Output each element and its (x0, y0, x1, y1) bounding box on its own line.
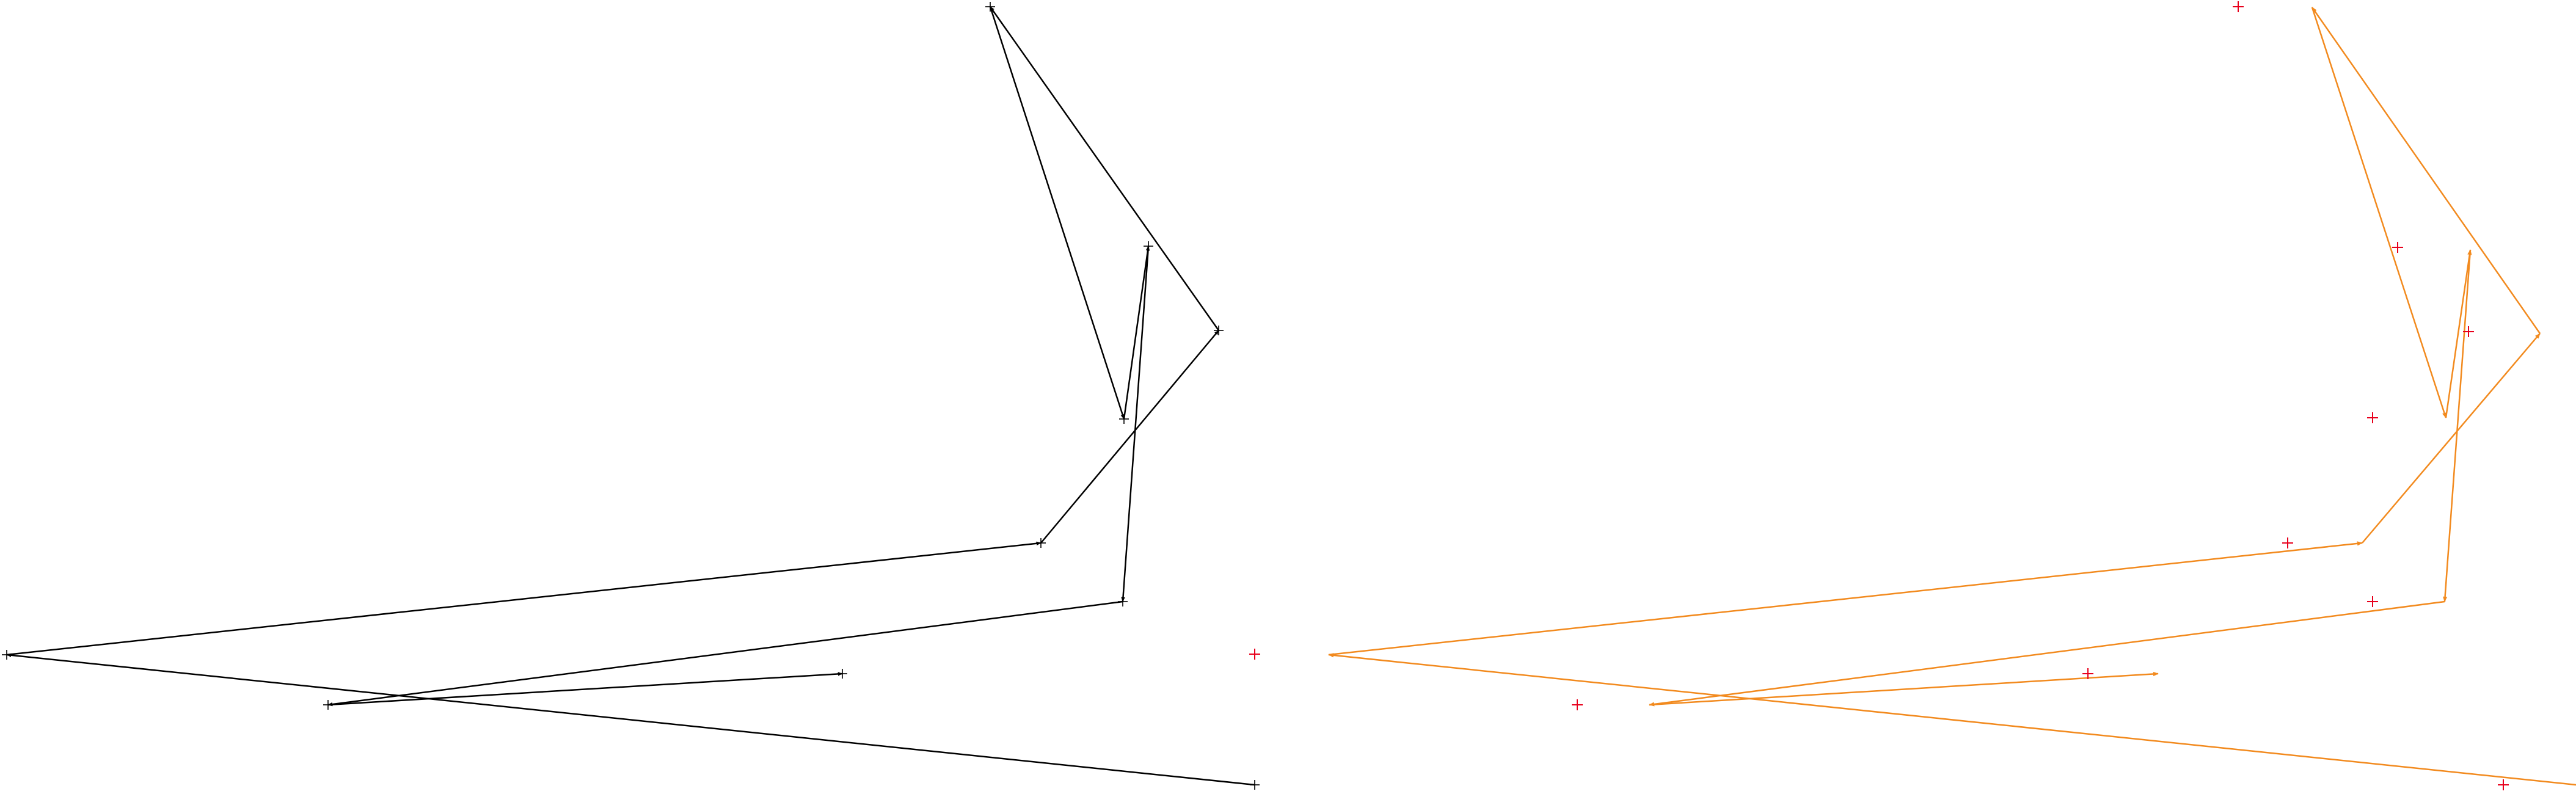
reference-marker-icon-3 (2463, 326, 2474, 337)
waypoint-marker-icon-6 (1119, 414, 1129, 424)
reference-marker-icon-9 (2498, 779, 2509, 790)
trajectory-segment-1 (6, 653, 1255, 786)
waypoint-marker-icon-7 (1144, 241, 1153, 251)
reference-marker-icon-4 (2367, 412, 2378, 423)
trajectory-segment-3 (1040, 330, 1219, 544)
trajectory-segment-4 (989, 6, 1220, 331)
waypoint-marker-icon-1 (1250, 780, 1260, 790)
right-trajectory-panel (1328, 1, 2576, 790)
trajectory-segment-2 (1328, 541, 2363, 656)
trajectory-segment-6 (2445, 249, 2472, 418)
reference-marker-icon-6 (2367, 596, 2378, 607)
trajectory-segment-9 (1649, 671, 2159, 706)
waypoint-marker-icon-3 (1036, 538, 1046, 548)
waypoint-marker-icon-10 (837, 669, 847, 679)
trajectory-segment-6 (1123, 246, 1150, 420)
reference-marker-icon-7 (2082, 668, 2093, 679)
trajectory-segment-2 (6, 541, 1042, 656)
trajectory-segment-4 (2311, 7, 2541, 334)
reference-marker-icon-2 (2392, 242, 2403, 253)
reference-marker-icon-8 (1572, 699, 1583, 710)
waypoint-marker-icon-9 (323, 700, 333, 710)
trajectory-segment-1 (1328, 653, 2576, 786)
waypoint-marker-icon-5 (985, 2, 995, 12)
waypoint-marker-icon-8 (1118, 597, 1128, 606)
trajectory-segment-8 (327, 600, 1123, 707)
waypoint-marker-icon-4 (1214, 326, 1224, 335)
trajectory-segment-5 (989, 6, 1125, 420)
left-trajectory-panel (2, 2, 1260, 790)
trajectory-segment-3 (2362, 333, 2541, 544)
waypoint-marker-icon-2 (2, 650, 12, 660)
trajectory-segment-7 (1121, 246, 1150, 602)
trajectory-segment-9 (327, 672, 843, 706)
trajectory-segment-8 (1649, 600, 2445, 707)
reference-marker-icon-5 (2282, 537, 2293, 548)
trajectory-segment-5 (2311, 7, 2447, 418)
standalone-marker-icon-1 (1249, 649, 1260, 660)
reference-marker-icon-1 (2233, 1, 2244, 12)
trajectory-segment-7 (2442, 249, 2472, 602)
